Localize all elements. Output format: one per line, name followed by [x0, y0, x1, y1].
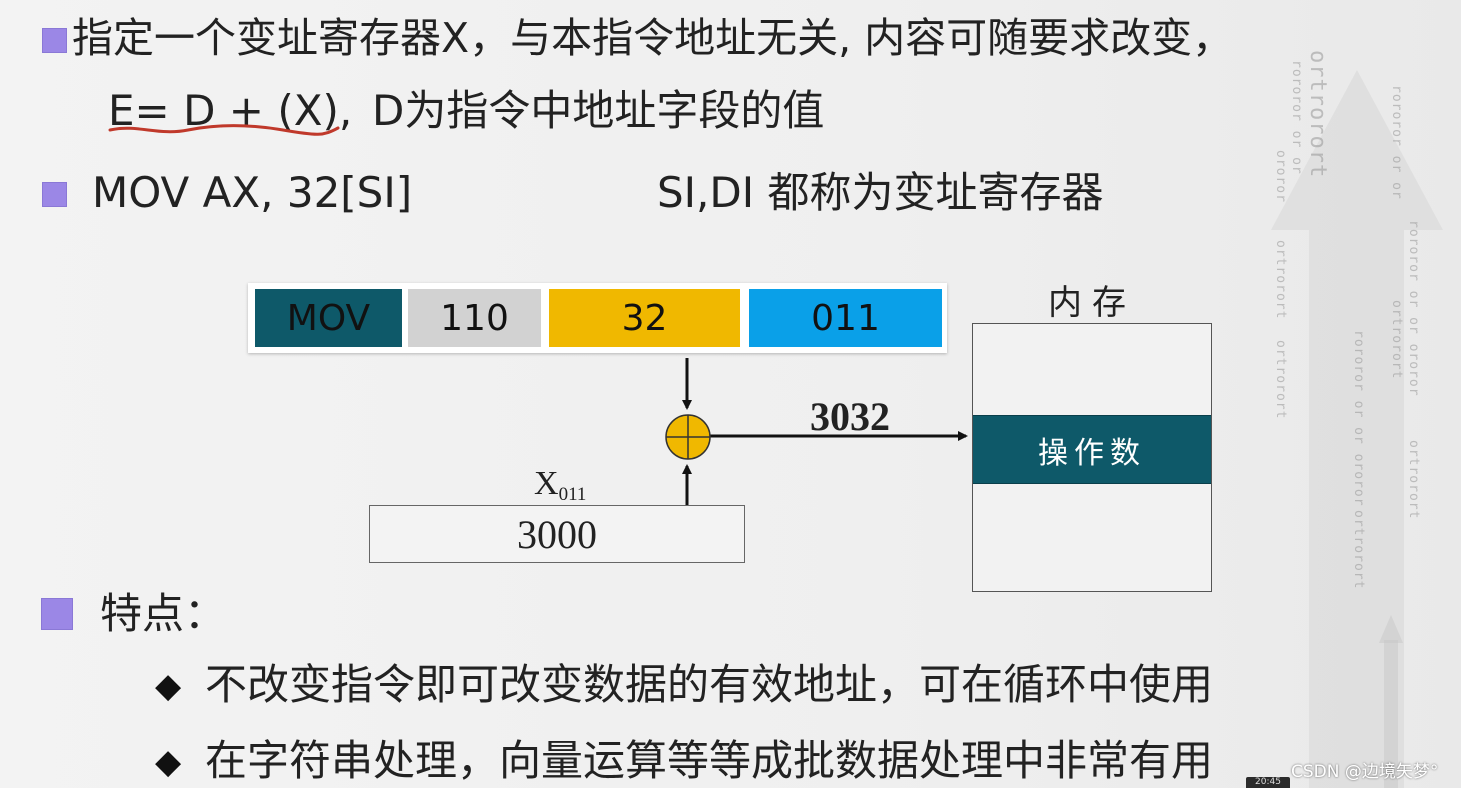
displacement-field: 32 [549, 289, 740, 347]
register-label: X011 [534, 465, 586, 506]
diamond-bullet-icon: ◆ [155, 742, 182, 782]
binary-text: rororor or or [1389, 85, 1404, 200]
csdn-watermark: CSDN @边境矢梦° [1291, 762, 1439, 782]
definition-text: 指定一个变址寄存器X，与本指令地址无关, 内容可随要求改变， [72, 14, 1234, 62]
binary-text: ortrorort [1406, 440, 1421, 520]
effective-address-label: 3032 [810, 394, 890, 439]
instruction-format: MOV 110 32 011 [248, 283, 947, 353]
binary-text: ortrorort [1305, 50, 1330, 179]
register-name: X [534, 465, 559, 502]
bullet-square-icon [42, 28, 67, 53]
register-field: 110 [408, 289, 541, 347]
opcode-field: MOV [255, 289, 402, 347]
bullet-square-icon [41, 598, 73, 630]
binary-text: ortrorort [1351, 510, 1366, 590]
diamond-bullet-icon: ◆ [155, 666, 182, 706]
formula-description: D为指令中地址字段的值 [372, 86, 825, 135]
binary-text: ortrorort [1273, 340, 1288, 420]
index-register-box: 3000 [369, 505, 745, 563]
background-arrow-icon [1271, 70, 1443, 230]
video-timestamp: 20:45 [1246, 777, 1290, 788]
small-arrow-shaft [1384, 640, 1398, 788]
bullet-square-icon [42, 182, 67, 207]
binary-text: rororor or or ororor [1406, 220, 1421, 397]
index-register-field: 011 [749, 289, 942, 347]
binary-text: rororor or or ororor [1351, 330, 1366, 507]
adder-icon [665, 414, 711, 460]
memory-label: 内存 [1048, 283, 1136, 323]
example-instruction: MOV AX, 32[SI] [92, 168, 413, 217]
binary-text: ortrorort [1389, 300, 1404, 380]
small-arrow-icon [1379, 615, 1403, 643]
handwritten-underline [108, 124, 340, 136]
register-subscript: 011 [558, 484, 587, 505]
feature-item: 在字符串处理，向量运算等等成批数据处理中非常有用 [205, 736, 1214, 785]
background-decoration: ortrorort rororor or or ororor ortrorort… [1271, 0, 1461, 788]
feature-item: 不改变指令即可改变数据的有效地址，可在循环中使用 [205, 660, 1214, 709]
features-title: 特点： [100, 589, 227, 638]
binary-text: ororor [1273, 150, 1288, 203]
operand-cell: 操作数 [973, 415, 1211, 484]
binary-text: rororor or or [1289, 60, 1304, 175]
binary-text: ortrorort [1273, 240, 1288, 320]
example-note: SI,DI 都称为变址寄存器 [657, 168, 1104, 217]
